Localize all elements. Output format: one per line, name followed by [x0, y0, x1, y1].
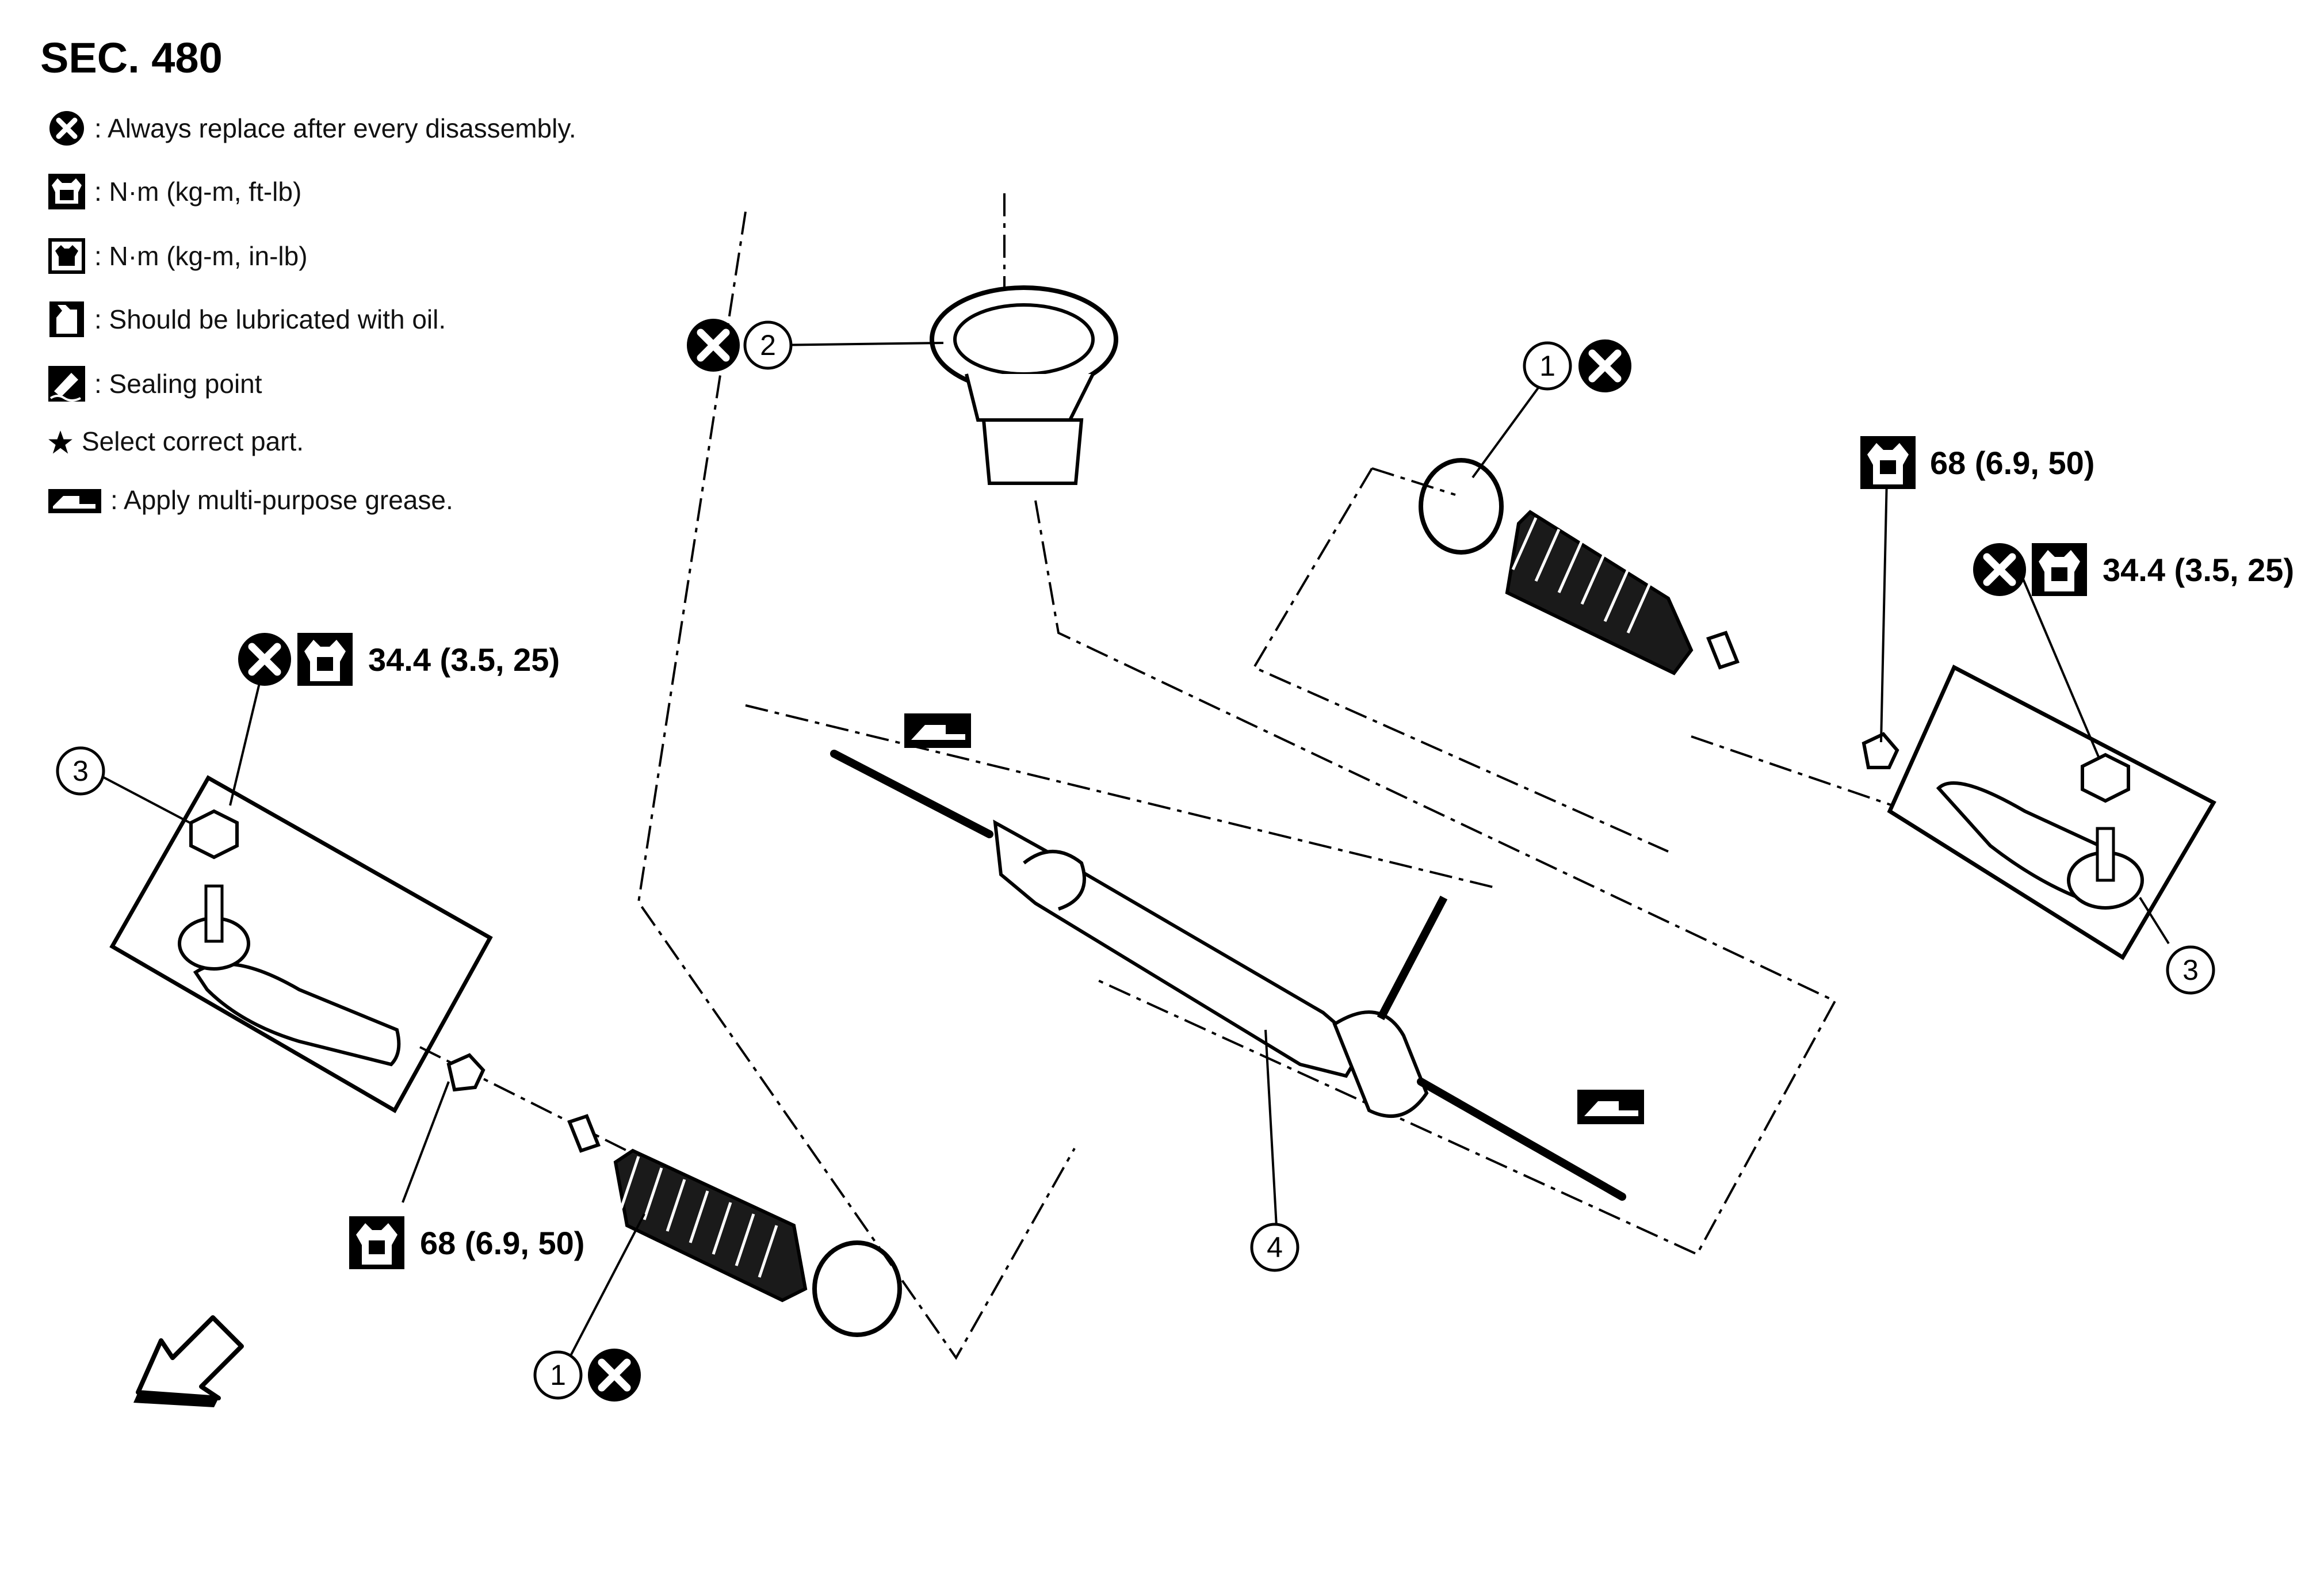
- oil-can-icon: [46, 300, 87, 338]
- callout-2: [743, 320, 793, 370]
- legend-text: Select correct part.: [82, 426, 304, 456]
- torque-left-lock: 68 (6.9, 50): [420, 1225, 584, 1261]
- replace-x-icon: [687, 319, 740, 372]
- callout-4-label: 4: [1267, 1231, 1283, 1263]
- replace-x-icon: [238, 633, 291, 686]
- right-boot-group-outline: [1252, 467, 1669, 853]
- sealing-point-icon: [46, 365, 87, 403]
- legend-text: : Always replace after every disassembly…: [94, 113, 576, 143]
- callout-2-label: 2: [760, 329, 776, 361]
- legend-text: : Sealing point: [94, 369, 262, 399]
- left-boot-group-outline: [637, 211, 1076, 1360]
- grease-gun-icon: [904, 713, 971, 748]
- torque-wrench-icon: [1860, 436, 1916, 489]
- right-boot: [1419, 458, 1740, 675]
- legend-item-replace: : Always replace after every disassembly…: [46, 109, 576, 147]
- replace-x-icon: [588, 1349, 641, 1402]
- legend-item-oil: : Should be lubricated with oil.: [46, 300, 446, 338]
- legend-item-torque-ft: : N·m (kg-m, ft-lb): [46, 173, 301, 211]
- torque-right-nut: 34.4 (3.5, 25): [2103, 552, 2294, 588]
- torque-right-lock: 68 (6.9, 50): [1930, 445, 2094, 481]
- legend-text: : N·m (kg-m, in-lb): [94, 241, 308, 271]
- callout-3-right-label: 3: [2182, 954, 2199, 986]
- legend-item-torque-in: : N·m (kg-m, in-lb): [46, 237, 308, 275]
- torque-wrench-icon: [46, 173, 87, 211]
- dust-seal: [930, 285, 1118, 485]
- grease-gun-icon: [46, 481, 104, 519]
- legend-text: : Apply multi-purpose grease.: [110, 485, 453, 515]
- callout-1-right-label: 1: [1539, 350, 1555, 382]
- callout-1-left-label: 1: [550, 1359, 566, 1391]
- star-icon: [46, 422, 75, 460]
- legend-text: : Should be lubricated with oil.: [94, 304, 446, 334]
- callout-1-right: [1523, 341, 1572, 391]
- front-direction-arrow-icon: [133, 1315, 244, 1407]
- callout-3-left: [56, 746, 105, 796]
- left-tie-rod-end: [109, 775, 493, 1113]
- torque-wrench-icon: [297, 633, 353, 686]
- section-title: SEC. 480: [40, 34, 223, 82]
- legend-item-select: Select correct part.: [46, 422, 304, 460]
- right-tie-rod-end: [1862, 665, 2216, 960]
- replace-x-icon: [1578, 339, 1631, 392]
- callout-3-left-label: 3: [72, 755, 89, 787]
- callout-1-left: [533, 1350, 583, 1400]
- left-boot: [567, 1114, 902, 1337]
- replace-x-icon: [46, 109, 87, 147]
- legend-item-sealing: : Sealing point: [46, 365, 262, 403]
- replace-x-icon: [1973, 543, 2026, 596]
- callout-4: [1250, 1223, 1299, 1272]
- callout-3-right: [2166, 945, 2215, 995]
- torque-wrench-icon: [2032, 543, 2087, 596]
- steering-gear-assembly: [830, 750, 1626, 1201]
- legend-text: : N·m (kg-m, ft-lb): [94, 177, 302, 207]
- legend-item-grease: : Apply multi-purpose grease.: [46, 481, 453, 519]
- torque-wrench-small-icon: [46, 237, 87, 275]
- grease-gun-icon: [1577, 1090, 1644, 1124]
- torque-left-nut: 34.4 (3.5, 25): [368, 642, 560, 678]
- torque-wrench-icon: [349, 1216, 404, 1269]
